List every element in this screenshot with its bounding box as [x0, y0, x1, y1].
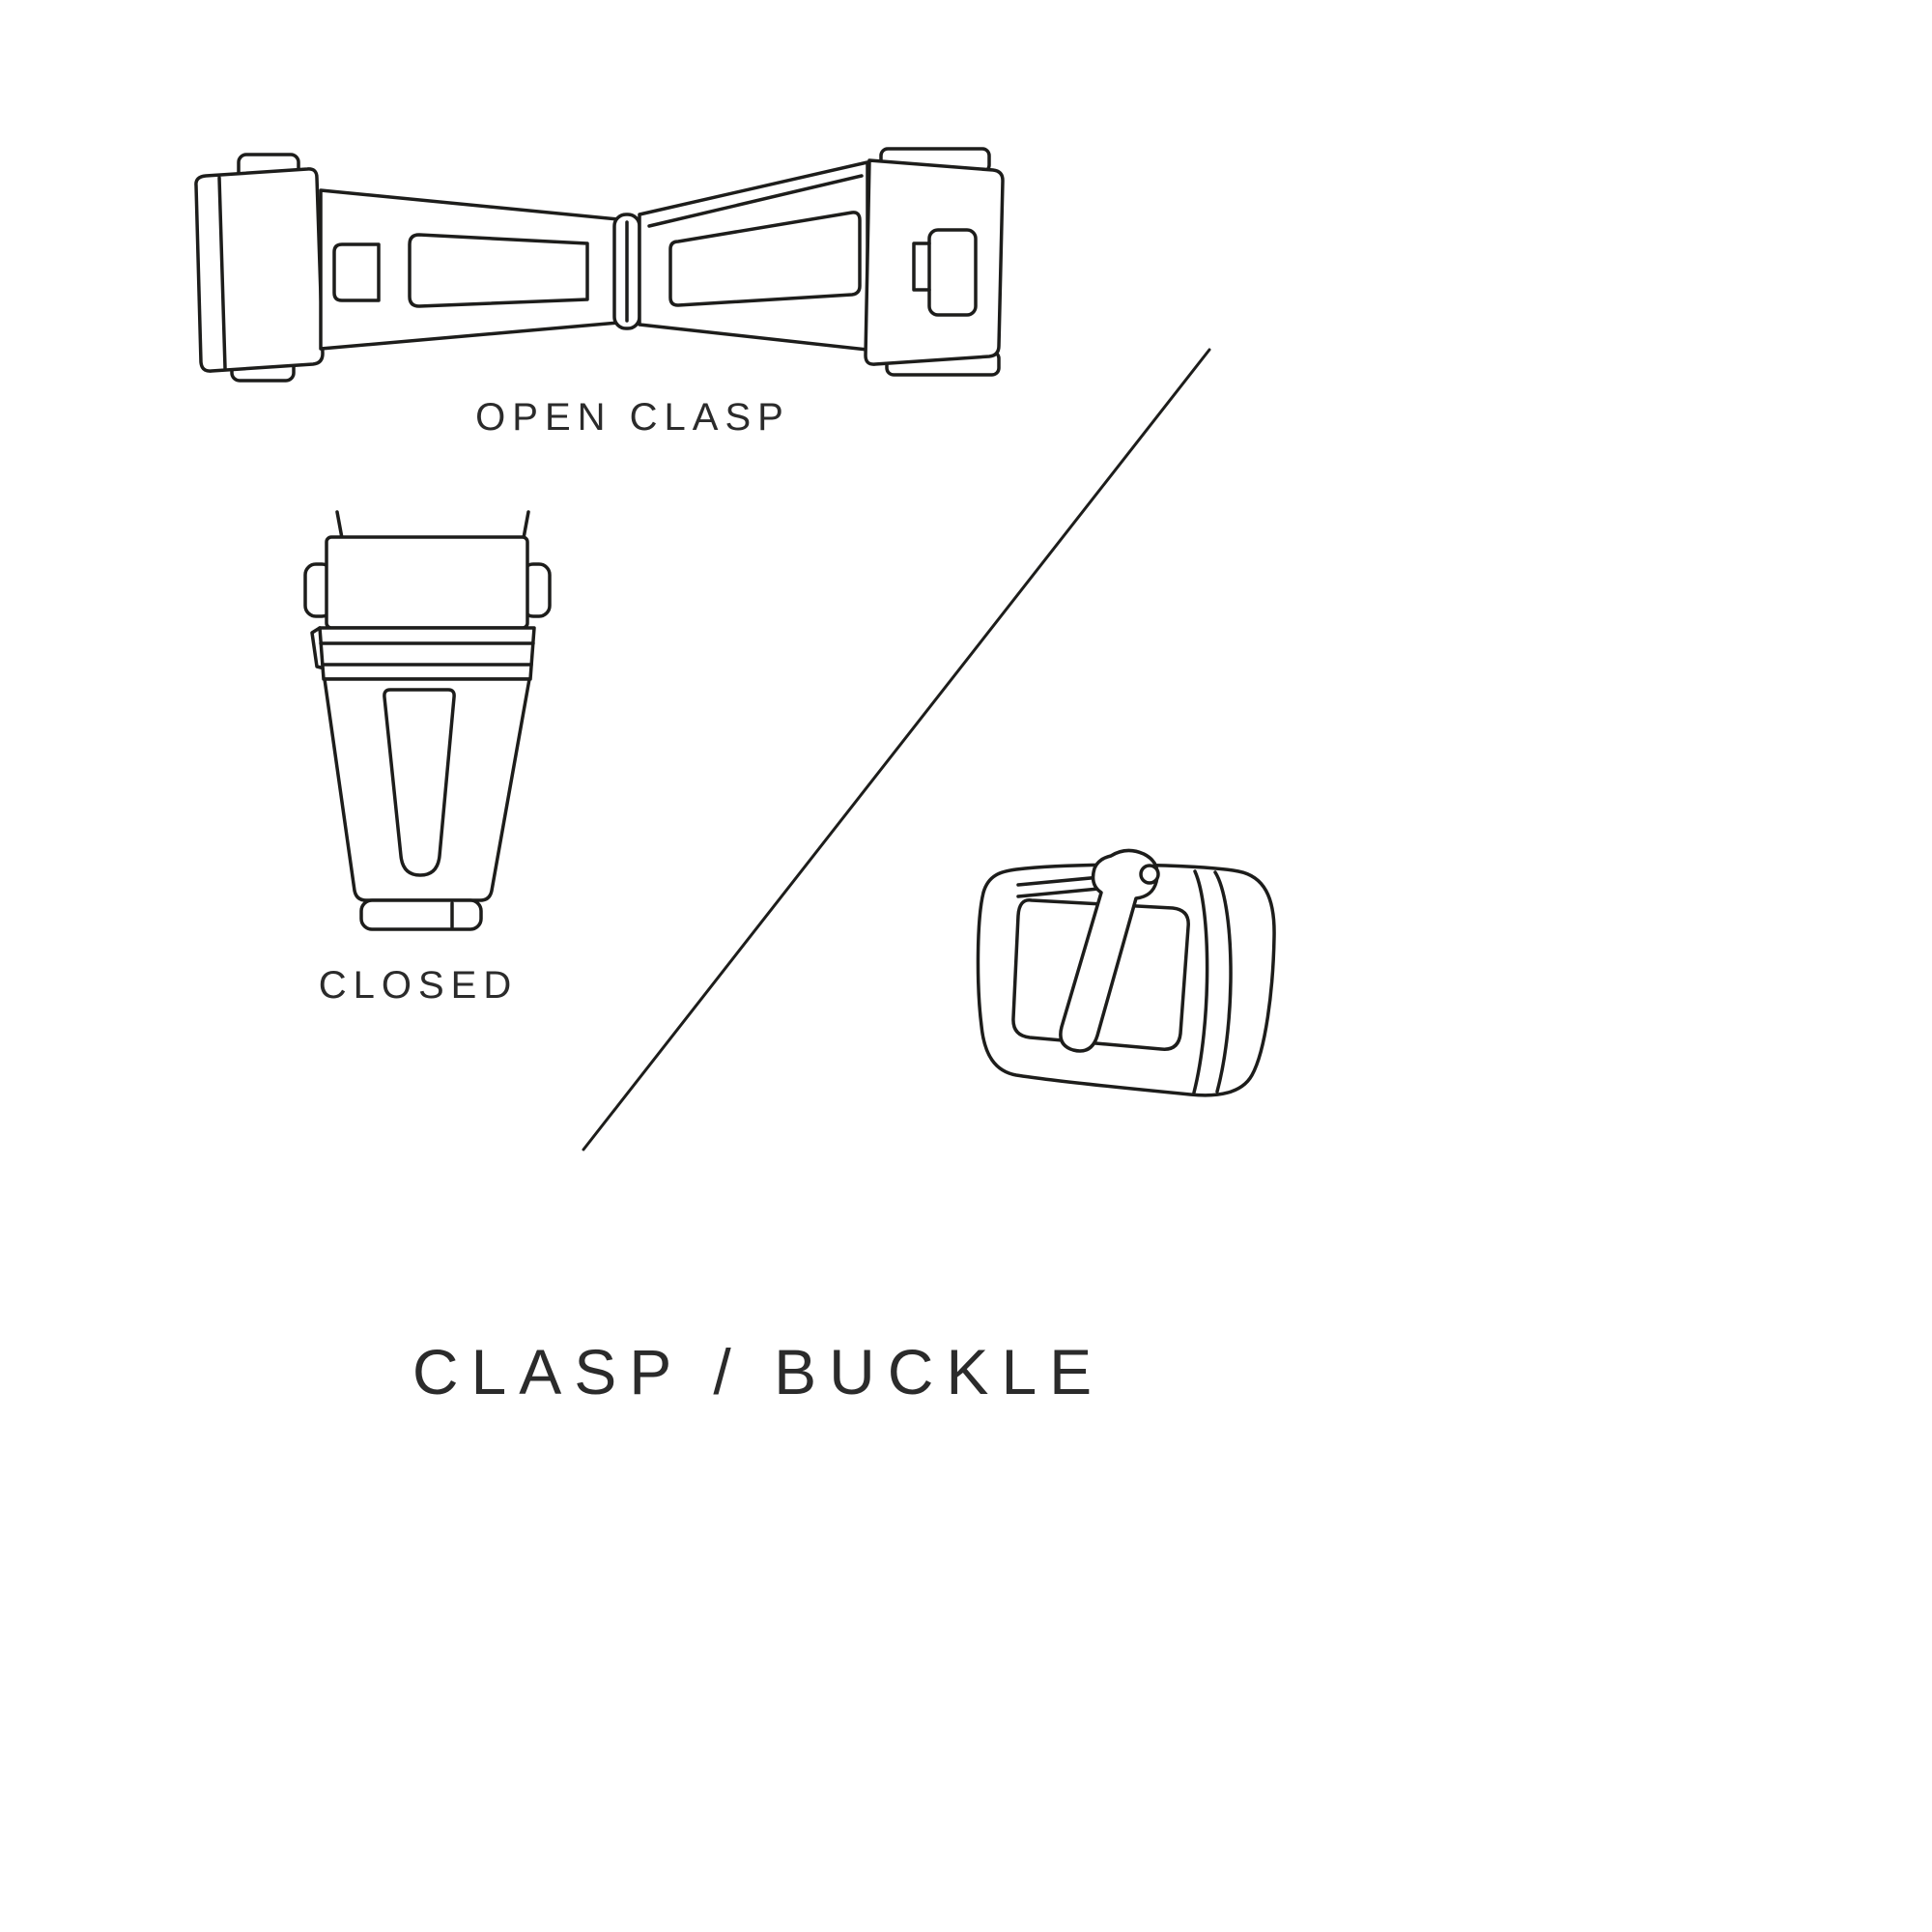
buckle-opening — [1011, 898, 1190, 1051]
open-clasp-left-end-piece — [194, 167, 325, 373]
closed-clasp-bottom-bar — [359, 898, 483, 931]
open-clasp-left-arm — [319, 188, 620, 351]
buckle-right-contour-outer — [1213, 870, 1233, 1094]
page-title: CLASP / BUCKLE — [412, 1336, 1105, 1407]
open-clasp-right-arm-window — [668, 211, 862, 307]
open-clasp-left-fold-line — [217, 176, 227, 370]
open-clasp-right-hook — [912, 242, 931, 292]
closed-clasp-body — [323, 677, 531, 902]
tang-buckle-illustration — [976, 848, 1276, 1097]
buckle-pin-ring — [1139, 864, 1160, 885]
closed-clasp-illustration — [303, 510, 552, 931]
diagonal-divider-line — [582, 348, 1211, 1151]
open-clasp-right-slot — [927, 228, 978, 317]
open-clasp-right-arm-edge-line — [647, 174, 864, 228]
closed-clasp-left-step — [310, 626, 327, 670]
closed-clasp-top-block — [325, 535, 529, 630]
closed-clasp-left-prong — [335, 510, 344, 540]
closed-label: CLOSED — [318, 964, 519, 1007]
closed-clasp-band — [318, 626, 536, 681]
buckle-right-contour-inner — [1192, 869, 1209, 1094]
open-clasp-illustration — [194, 147, 1005, 383]
closed-clasp-right-prong — [522, 510, 530, 540]
open-clasp-label: OPEN CLASP — [475, 396, 790, 439]
open-clasp-left-arm-slot — [332, 242, 381, 302]
closed-clasp-slot — [383, 688, 456, 877]
buckle-pin-bottom-line — [1016, 886, 1111, 898]
buckle-tongue — [1059, 848, 1159, 1053]
open-clasp-left-arm-window — [408, 233, 589, 308]
open-clasp-right-arm — [638, 160, 869, 352]
open-clasp-right-end-plate — [864, 158, 1005, 366]
buckle-frame — [976, 863, 1276, 1097]
